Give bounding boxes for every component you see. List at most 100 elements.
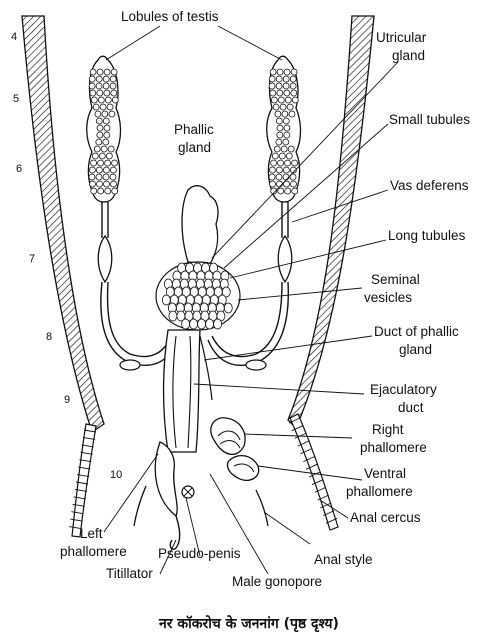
testis-lobule bbox=[111, 96, 119, 104]
segment-10: 10 bbox=[110, 469, 122, 481]
testis-lobule bbox=[104, 96, 112, 104]
cercus-segment bbox=[72, 503, 85, 507]
cercus-segment bbox=[81, 444, 94, 448]
right-body-wall bbox=[287, 15, 375, 430]
testis-lobule bbox=[270, 187, 278, 195]
right-vas-bulb bbox=[245, 359, 267, 371]
testis-lobule bbox=[95, 117, 103, 125]
label-anal-cercus: Anal cercus bbox=[350, 510, 421, 525]
testis-lobule bbox=[97, 187, 105, 195]
testis-lobule bbox=[109, 75, 117, 83]
testis-lobule bbox=[99, 103, 107, 111]
testis-lobule bbox=[269, 68, 277, 76]
cercus-segment bbox=[303, 456, 315, 463]
testis-lobule bbox=[274, 110, 282, 118]
testis-lobule bbox=[277, 187, 285, 195]
testis-lobule bbox=[111, 187, 119, 195]
cercus-segment bbox=[300, 448, 312, 455]
gland-tubule bbox=[205, 318, 215, 330]
gland-tubule bbox=[161, 294, 171, 306]
testis-lobule bbox=[285, 152, 293, 160]
cercus-segment bbox=[78, 466, 91, 470]
gland-tubule bbox=[189, 318, 199, 330]
testis-lobule bbox=[290, 180, 297, 188]
testis-lobule bbox=[283, 68, 291, 76]
cercus-segment bbox=[305, 463, 318, 470]
testis-lobule bbox=[270, 96, 278, 104]
testis-lobule bbox=[291, 96, 299, 104]
segment-4: 4 bbox=[11, 31, 17, 43]
cercus-segment bbox=[82, 436, 95, 440]
testis-lobule bbox=[283, 180, 290, 188]
gland-tubule bbox=[168, 310, 178, 322]
testis-lobule bbox=[281, 110, 289, 118]
testis-lobule bbox=[291, 187, 299, 195]
testis-lobule bbox=[275, 82, 283, 90]
testis-lobule bbox=[110, 180, 117, 188]
label-right-phallomere-2: phallomere bbox=[360, 440, 427, 455]
testis-lobule bbox=[268, 166, 276, 174]
label-titillator: Titillator bbox=[106, 566, 153, 581]
testis-lobule bbox=[90, 159, 97, 167]
cercus-segment bbox=[73, 496, 86, 500]
cercus-segment bbox=[314, 486, 326, 493]
cercus-segment bbox=[325, 517, 338, 524]
testis-lobule bbox=[277, 96, 285, 104]
testis-lobule bbox=[103, 124, 111, 132]
right-vas-swelling bbox=[277, 234, 293, 284]
label-utricular-gland-2: gland bbox=[392, 48, 425, 63]
testis-lobule bbox=[276, 89, 284, 97]
testis-lobule bbox=[275, 117, 283, 125]
testis-lobule bbox=[269, 89, 277, 97]
left-body-wall bbox=[21, 15, 105, 434]
testis-lobule bbox=[89, 166, 96, 174]
testis-lobule bbox=[291, 159, 299, 167]
testis-lobule bbox=[282, 173, 290, 181]
label-ventral-phallomere-1: Ventral bbox=[364, 466, 406, 481]
right-anal-style bbox=[255, 489, 269, 527]
cercus-segment bbox=[297, 440, 309, 447]
testis-lobule bbox=[103, 68, 111, 76]
testis-lobule bbox=[268, 82, 276, 90]
label-small-tubules: Small tubules bbox=[389, 112, 470, 127]
label-seminal-vesicles-1: Seminal bbox=[371, 272, 420, 287]
gland-tubule bbox=[197, 318, 207, 330]
label-duct-of-phallic-gland-1: Duct of phallic bbox=[374, 324, 459, 339]
testis-lobule bbox=[272, 103, 280, 111]
testis-lobule bbox=[108, 110, 116, 118]
anal-cerci bbox=[69, 413, 339, 538]
testis-lobule bbox=[269, 180, 276, 188]
testis-lobule bbox=[102, 138, 110, 146]
testis-lobule bbox=[275, 75, 283, 83]
testis-lobule bbox=[284, 187, 292, 195]
gland-tubule bbox=[221, 286, 231, 298]
testis-lobule bbox=[91, 152, 99, 160]
testis-lobule bbox=[288, 110, 296, 118]
ejaculatory-duct-shape bbox=[162, 329, 201, 453]
testis-lobule bbox=[93, 145, 101, 153]
testis-lobule bbox=[275, 138, 283, 146]
cercus-segment bbox=[288, 417, 301, 424]
testis-lobule bbox=[284, 96, 292, 104]
cercus-segment bbox=[323, 510, 335, 517]
testis-lobule bbox=[282, 117, 290, 125]
testis-lobule bbox=[103, 180, 110, 188]
testis-lobule bbox=[101, 110, 109, 118]
testis-lobule bbox=[283, 124, 291, 132]
segment-5: 5 bbox=[13, 93, 19, 105]
testis-lobule bbox=[102, 117, 110, 125]
testis-lobule bbox=[289, 75, 297, 83]
gland-tubule bbox=[181, 318, 191, 330]
testis-lobule bbox=[90, 96, 98, 104]
testis-lobule bbox=[89, 89, 97, 97]
testis-lobule bbox=[88, 82, 96, 90]
ventral-phallomere-shape bbox=[226, 455, 260, 481]
testis-lobule bbox=[282, 82, 290, 90]
cercus-segment bbox=[80, 451, 93, 455]
gland-tubule bbox=[223, 302, 233, 314]
testis-lobule bbox=[273, 145, 281, 153]
cercus-segment bbox=[291, 425, 304, 432]
figure-caption: नर कॉकरोच के जननांग (पृष्ठ दृश्य) bbox=[158, 615, 339, 633]
right-phallomere-shape bbox=[210, 417, 246, 455]
